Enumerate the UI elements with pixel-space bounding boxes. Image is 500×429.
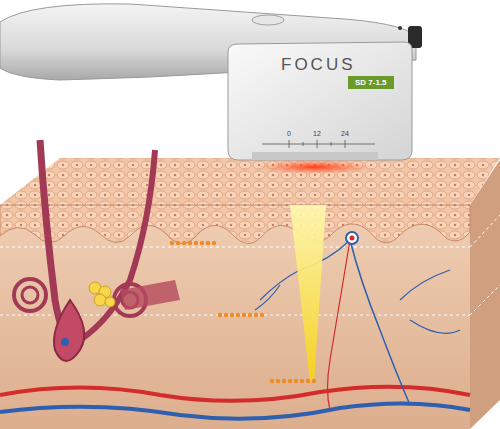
cartridge-label: SD 7-1.5 — [355, 79, 387, 87]
scale-number: 24 — [341, 130, 349, 137]
scale-number: 0 — [287, 130, 291, 137]
brand-name: FOCUS — [281, 56, 356, 73]
scale-number: 12 — [313, 130, 321, 137]
